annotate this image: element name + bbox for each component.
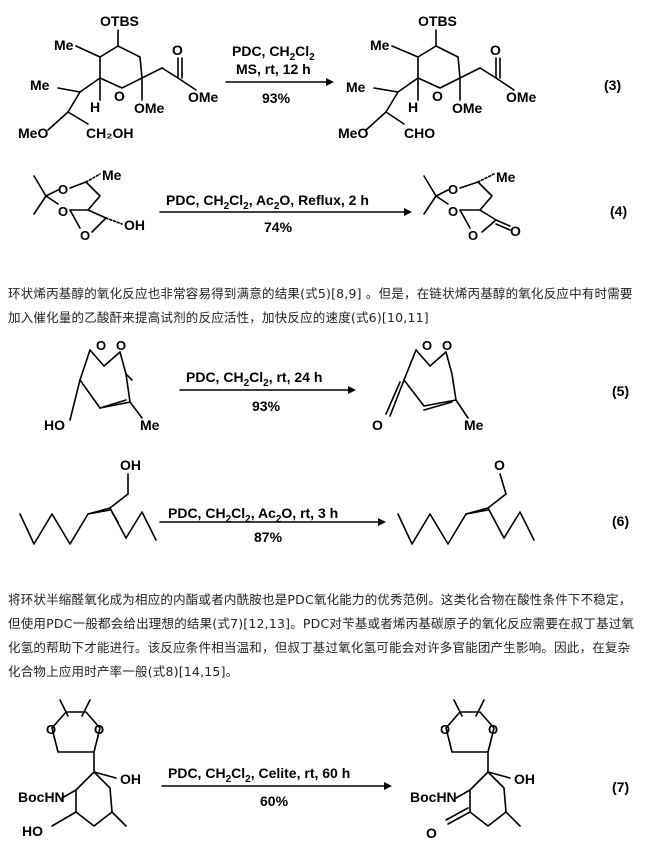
arrow-head	[348, 386, 356, 394]
reaction-7-reactant: O O OH BocHN HO	[18, 699, 141, 839]
methyl-label: Me	[54, 37, 74, 53]
reaction-6-yield: 87%	[254, 529, 283, 545]
ch2oh-label: CH₂OH	[86, 125, 133, 141]
oxygen-label: O	[448, 204, 458, 219]
reaction-3-yield: 93%	[262, 90, 291, 106]
oxygen-label: O	[440, 722, 450, 737]
reaction-5-conditions: PDC, CH2Cl2, rt, 24 h	[186, 369, 322, 389]
reaction-5: O O HO Me PDC, CH2Cl2, rt, 24 h 93% O O …	[44, 338, 629, 433]
reaction-3-reactant: OTBS Me Me H O OMe O OMe MeO CH₂OH	[18, 13, 219, 141]
reaction-7: O O OH BocHN HO PDC, CH2Cl2, Celite, rt,…	[18, 699, 629, 841]
oxygen-label: O	[46, 722, 56, 737]
hydrogen-label: H	[408, 99, 418, 115]
oxygen-label: O	[96, 338, 106, 353]
equation-number: (3)	[604, 77, 621, 93]
equation-number: (7)	[612, 779, 629, 795]
oxygen-label: O	[448, 182, 458, 197]
oxygen-label: O	[94, 722, 104, 737]
reaction-6: OH PDC, CH2Cl2, Ac2O, rt, 3 h 87% O (6)	[19, 457, 629, 545]
carbonyl-oxygen-label: O	[172, 42, 183, 58]
carbonyl-oxygen-label: O	[490, 42, 501, 58]
equation-number: (6)	[612, 513, 629, 529]
arrow-head	[378, 518, 386, 526]
methyl-label: Me	[496, 169, 516, 185]
hydroxyl-label: OH	[124, 217, 145, 233]
reaction-5-product: O O O Me	[372, 338, 484, 433]
oxygen-label: O	[116, 338, 126, 353]
meo-label: MeO	[18, 125, 48, 141]
hydrogen-label: H	[90, 99, 100, 115]
reaction-3-conditions: PDC, CH2Cl2	[232, 43, 315, 63]
cho-label: CHO	[404, 125, 435, 141]
reaction-6-product: O	[397, 457, 535, 545]
carbonyl-oxygen-label: O	[372, 417, 383, 433]
hydroxyl-label: OH	[120, 771, 141, 787]
reaction-4-yield: 74%	[264, 219, 293, 235]
reaction-7-yield: 60%	[260, 793, 289, 809]
meo-label: MeO	[338, 125, 368, 141]
ester-ome-label: OMe	[506, 89, 537, 105]
hydroxyl-label: HO	[22, 823, 43, 839]
oxygen-label: O	[442, 338, 452, 353]
methyl-label: Me	[140, 417, 160, 433]
bochn-label: BocHN	[18, 789, 65, 805]
equation-number: (5)	[612, 383, 629, 399]
oxygen-label: O	[58, 182, 68, 197]
hydroxyl-label: HO	[44, 417, 65, 433]
ring-oxygen-label: O	[80, 228, 90, 243]
ring-oxygen-label: O	[114, 88, 125, 104]
hydroxyl-label: OH	[120, 457, 141, 473]
methyl-label: Me	[30, 77, 50, 93]
carbonyl-oxygen-label: O	[426, 825, 437, 841]
otbs-label: OTBS	[100, 13, 139, 29]
paragraph-hemiacetal-oxidation: 将环状半缩醛氧化成为相应的内酯或者内酰胺也是PDC氧化能力的优秀范例。这类化合物…	[8, 592, 635, 679]
carbonyl-oxygen-label: O	[510, 223, 521, 239]
ring-oxygen-label: O	[432, 88, 443, 104]
reaction-7-product: O O OH BocHN O	[410, 699, 535, 841]
ester-ome-label: OMe	[188, 89, 219, 105]
arrow-head	[404, 208, 412, 216]
oxygen-label: O	[422, 338, 432, 353]
reaction-3-conditions-line2: MS, rt, 12 h	[236, 61, 311, 77]
reaction-5-yield: 93%	[252, 398, 281, 414]
methyl-label: Me	[464, 417, 484, 433]
reaction-4-reactant: O O Me O OH	[33, 167, 145, 243]
methyl-label: Me	[346, 79, 366, 95]
oxygen-label: O	[58, 204, 68, 219]
bochn-label: BocHN	[410, 789, 457, 805]
methyl-label: Me	[370, 37, 390, 53]
equation-number: (4)	[610, 203, 627, 219]
hydroxyl-label: OH	[514, 771, 535, 787]
reaction-6-reactant: OH	[19, 457, 157, 545]
ome-label: OMe	[452, 100, 483, 116]
oxygen-label: O	[488, 722, 498, 737]
reaction-3-product: OTBS Me Me H O OMe O OMe MeO CHO	[338, 13, 537, 141]
carbonyl-oxygen-label: O	[494, 457, 505, 473]
paragraph-allylic-oxidation: 环状烯丙基醇的氧化反应也非常容易得到满意的结果(式5)[8,9] 。但是，在链状…	[8, 286, 633, 325]
reaction-4-product: O O Me O O	[423, 169, 521, 243]
methyl-label: Me	[102, 167, 122, 183]
reaction-6-conditions: PDC, CH2Cl2, Ac2O, rt, 3 h	[168, 505, 338, 525]
reaction-7-conditions: PDC, CH2Cl2, Celite, rt, 60 h	[168, 765, 350, 785]
arrow-head	[384, 782, 392, 790]
ome-label: OMe	[134, 100, 165, 116]
reaction-4: O O Me O OH PDC, CH2Cl2, Ac2O, Reflux, 2…	[33, 167, 627, 243]
reaction-5-reactant: O O HO Me	[44, 338, 160, 433]
ring-oxygen-label: O	[468, 228, 478, 243]
arrow-head	[326, 78, 334, 86]
otbs-label: OTBS	[418, 13, 457, 29]
reaction-4-conditions: PDC, CH2Cl2, Ac2O, Reflux, 2 h	[166, 192, 369, 212]
reaction-3: OTBS Me Me H O OMe O OMe MeO CH₂OH	[18, 13, 621, 141]
